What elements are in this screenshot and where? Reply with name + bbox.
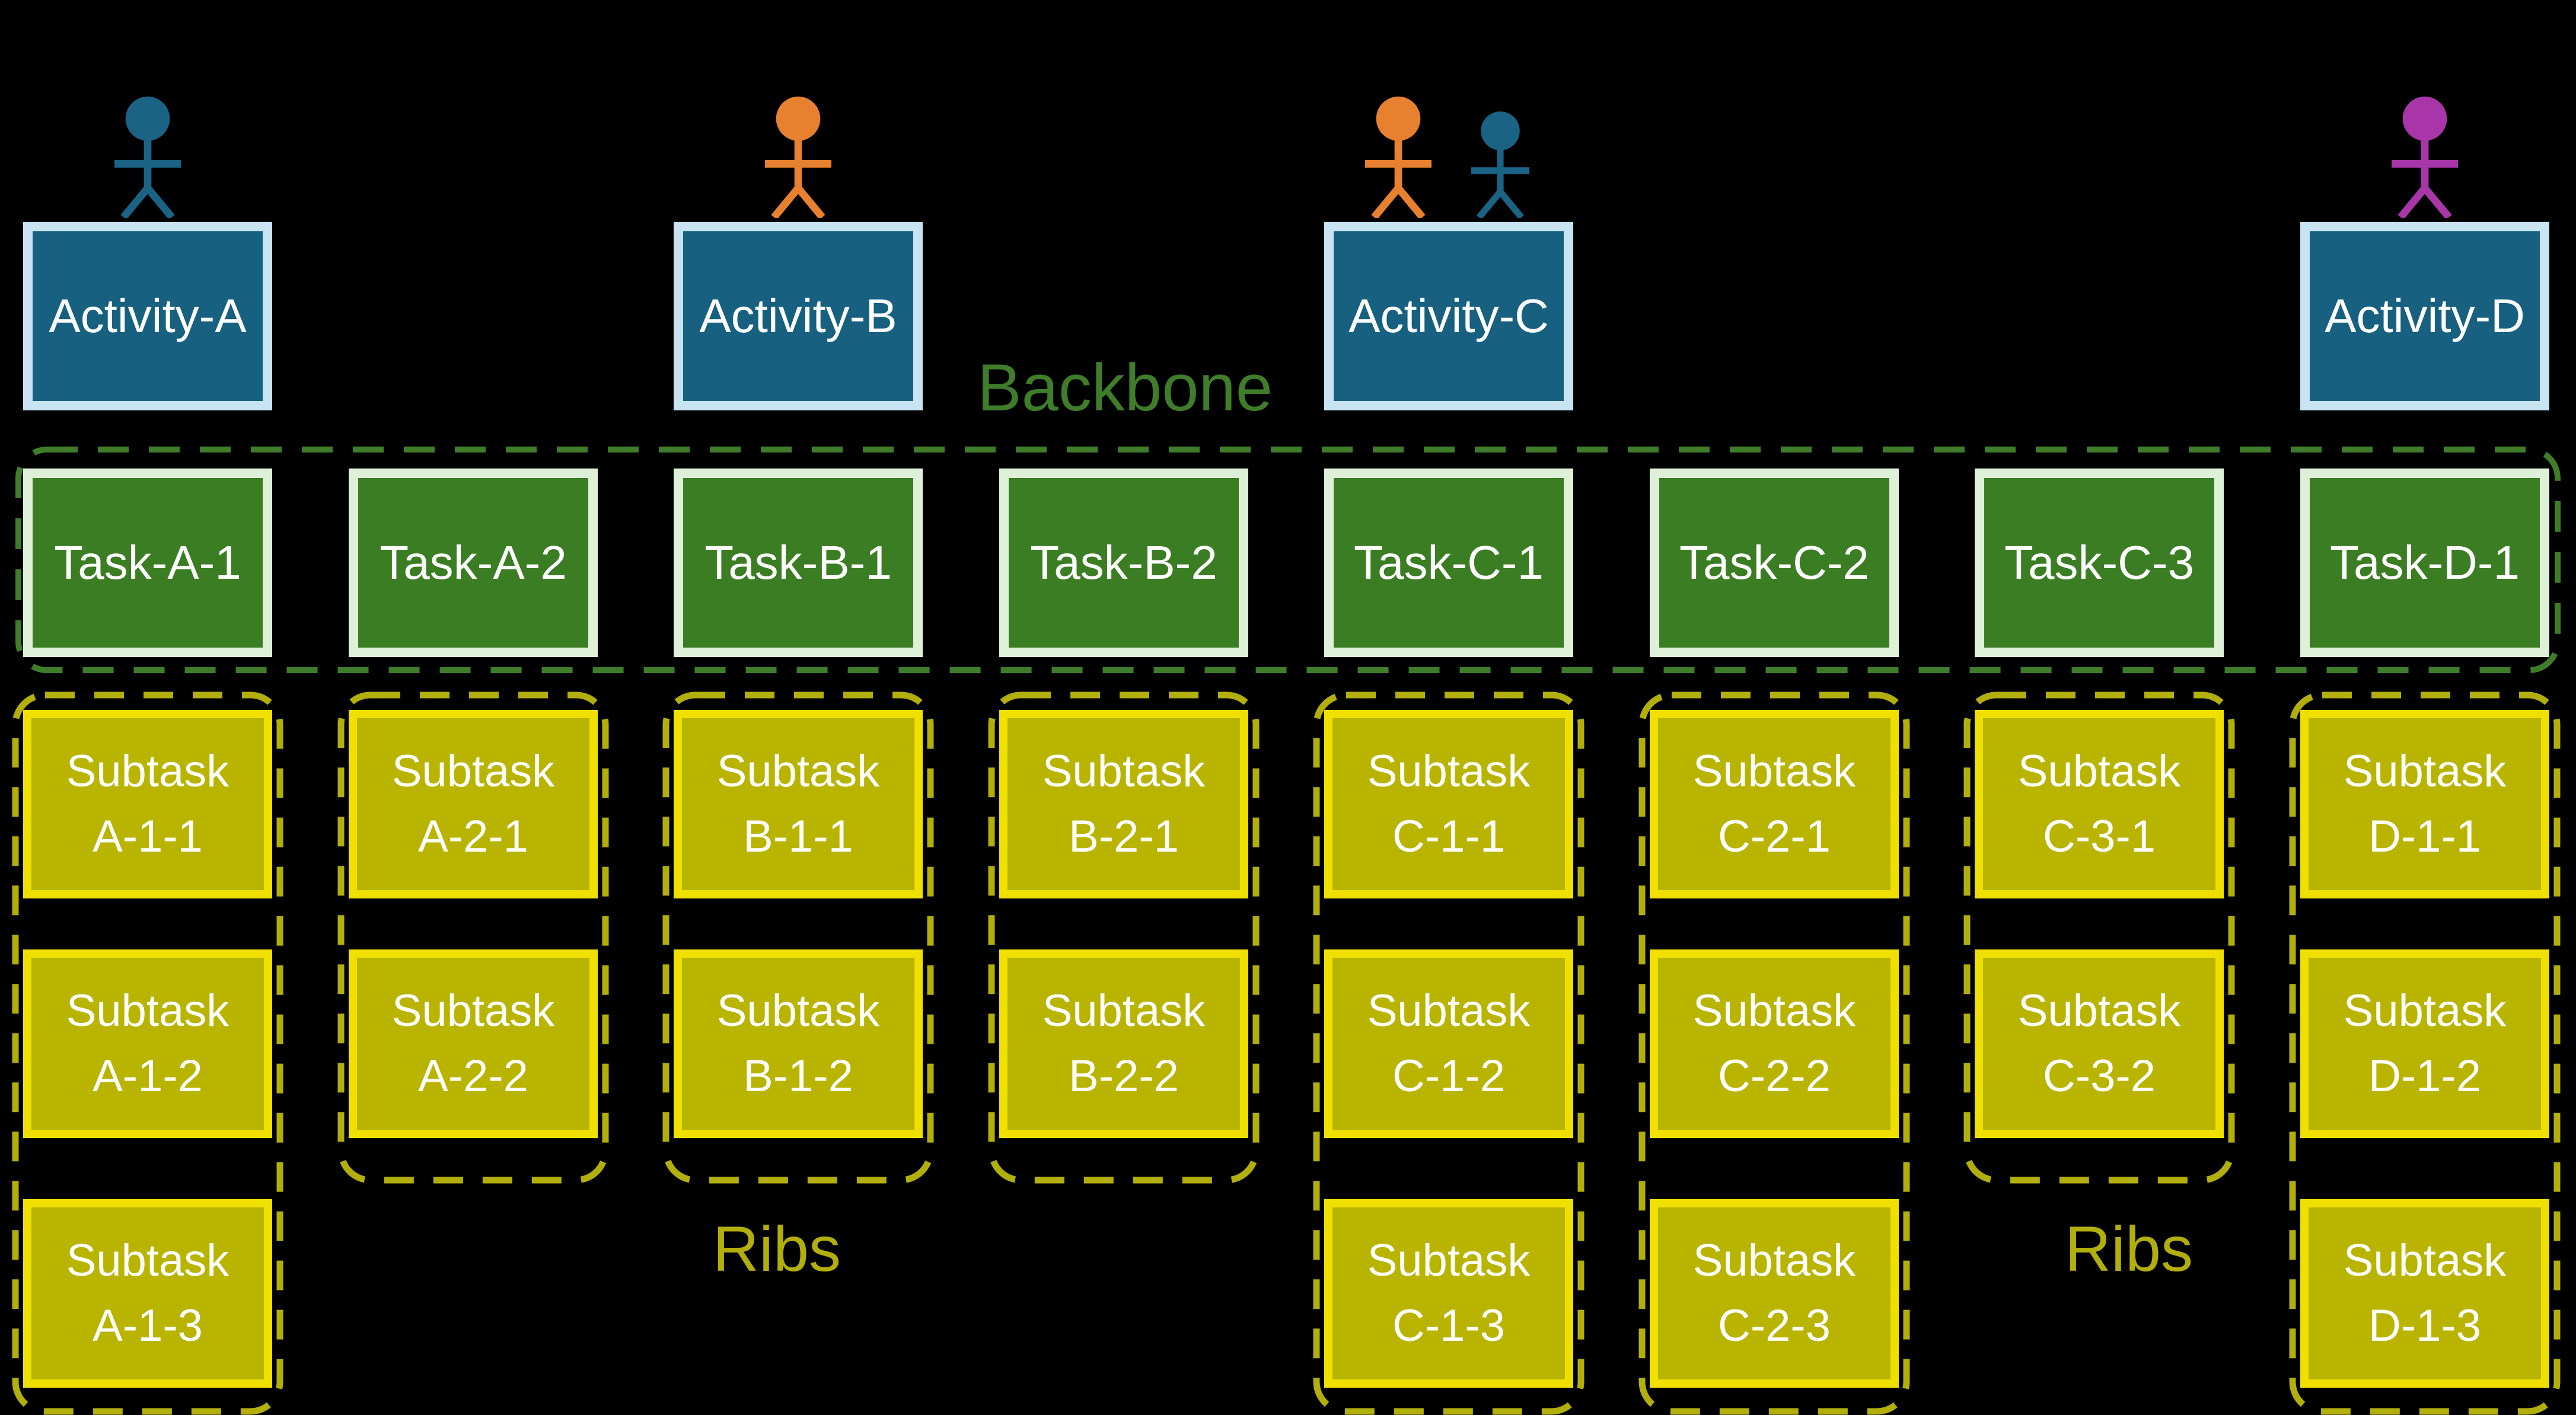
subtask-label-line2: C-1-2: [1392, 1051, 1506, 1101]
task-box: Task-A-1: [23, 469, 272, 657]
subtask-label-line2: A-1-1: [93, 811, 203, 862]
subtask-label-line1: Subtask: [716, 985, 880, 1036]
subtask-label-line1: Subtask: [1367, 985, 1531, 1036]
person-icon: [114, 96, 181, 218]
subtask-label-line2: C-3-2: [2042, 1051, 2156, 1101]
subtask-label-line1: Subtask: [66, 985, 229, 1036]
subtask-label-line1: Subtask: [1367, 745, 1531, 796]
subtask-label-line1: Subtask: [716, 745, 880, 796]
task-box: Task-D-1: [2300, 469, 2549, 657]
activity-box: Activity-C: [1324, 222, 1573, 410]
subtask-label-line1: Subtask: [1692, 1235, 1856, 1286]
task-box: Task-C-1: [1324, 469, 1573, 657]
subtask-label-line2: A-2-1: [418, 811, 528, 862]
subtask-label-line2: A-1-2: [93, 1051, 203, 1101]
subtask-label-line1: Subtask: [1042, 745, 1206, 796]
subtask-label-line1: Subtask: [1367, 1235, 1531, 1286]
task-box: Task-A-2: [349, 469, 598, 657]
subtask-label-line1: Subtask: [2017, 745, 2181, 796]
person-icon: [765, 96, 831, 218]
backbone-label: Backbone: [977, 350, 1273, 425]
subtask-label-line1: Subtask: [391, 745, 555, 796]
subtask-label-line1: Subtask: [2343, 1235, 2507, 1286]
ribs-label-right: Ribs: [2064, 1213, 2194, 1285]
subtask-label-line2: B-2-1: [1069, 811, 1179, 862]
activity-box: Activity-B: [674, 222, 923, 410]
ribs-label-left: Ribs: [712, 1213, 841, 1285]
task-box: Task-C-2: [1650, 469, 1899, 657]
subtask-label-line1: Subtask: [1692, 745, 1856, 796]
subtask-label-line2: B-1-2: [743, 1051, 853, 1101]
subtask-label-line2: B-2-2: [1069, 1051, 1179, 1101]
subtask-label-line2: B-1-1: [743, 811, 853, 862]
task-box: Task-B-2: [999, 469, 1248, 657]
subtask-label-line2: C-1-1: [1392, 811, 1506, 862]
subtask-label-line2: A-2-2: [418, 1051, 528, 1101]
subtask-label-line2: A-1-3: [93, 1301, 203, 1351]
subtask-label-line2: C-2-2: [1717, 1051, 1831, 1101]
subtask-label-line2: C-2-1: [1717, 811, 1831, 862]
subtask-label-line2: C-1-3: [1392, 1301, 1506, 1351]
task-box: Task-C-3: [1975, 469, 2224, 657]
task-box: Task-B-1: [674, 469, 923, 657]
subtask-label-line1: Subtask: [2343, 985, 2507, 1036]
subtask-label-line1: Subtask: [1042, 985, 1206, 1036]
subtask-label-line1: Subtask: [66, 1235, 229, 1286]
subtask-label-line1: Subtask: [2017, 985, 2181, 1036]
subtask-label-line1: Subtask: [66, 745, 229, 796]
subtask-label-line1: Subtask: [1692, 985, 1856, 1036]
activity-box: Activity-A: [23, 222, 272, 410]
person-icon: [1365, 96, 1432, 218]
subtask-label-line2: D-1-3: [2368, 1301, 2482, 1351]
subtask-label-line1: Subtask: [2343, 745, 2507, 796]
subtask-label-line2: D-1-1: [2368, 811, 2482, 862]
person-icon: [1471, 111, 1530, 218]
subtask-label-line2: D-1-2: [2368, 1051, 2482, 1101]
person-icon: [2392, 96, 2458, 218]
subtask-label-line1: Subtask: [391, 985, 555, 1036]
subtask-label-line2: C-2-3: [1717, 1301, 1831, 1351]
activity-box: Activity-D: [2300, 222, 2549, 410]
subtask-label-line2: C-3-1: [2042, 811, 2156, 862]
